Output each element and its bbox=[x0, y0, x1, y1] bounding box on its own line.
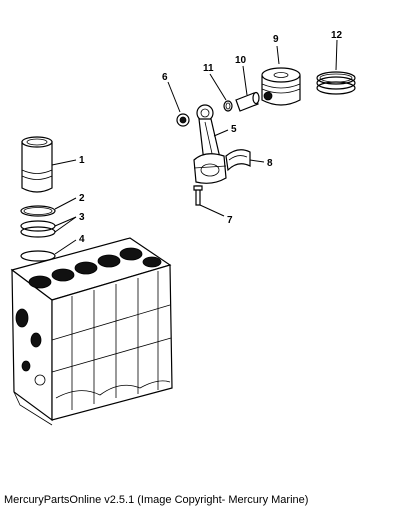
piston-pin-drawing bbox=[223, 91, 260, 112]
image-caption: MercuryPartsOnline v2.5.1 (Image Copyrig… bbox=[4, 494, 309, 506]
exploded-parts-diagram: 1 2 3 4 5 6 7 8 9 10 11 12 bbox=[10, 30, 356, 426]
callout-8: 8 bbox=[267, 158, 273, 169]
bearing-shells-drawing bbox=[225, 149, 251, 172]
bushing-drawing bbox=[176, 113, 190, 127]
callout-2: 2 bbox=[79, 193, 85, 204]
callout-5: 5 bbox=[231, 124, 237, 135]
piston-rings-drawing bbox=[316, 71, 356, 95]
engine-block-drawing bbox=[10, 237, 173, 426]
cylinder-sleeve-drawing bbox=[21, 136, 53, 193]
callout-12: 12 bbox=[331, 30, 343, 41]
piston-drawing bbox=[261, 67, 301, 106]
callout-6: 6 bbox=[162, 72, 168, 83]
callout-4: 4 bbox=[79, 234, 85, 245]
sleeve-seal-rings-drawing bbox=[20, 205, 56, 262]
callout-10: 10 bbox=[235, 55, 247, 66]
callout-7: 7 bbox=[227, 215, 233, 226]
leader-lines bbox=[51, 39, 338, 255]
callout-1: 1 bbox=[79, 155, 85, 166]
rod-bolt-drawing bbox=[193, 185, 203, 206]
callout-9: 9 bbox=[273, 34, 279, 45]
callout-3: 3 bbox=[79, 212, 85, 223]
connecting-rod-drawing bbox=[193, 104, 227, 184]
callout-11: 11 bbox=[203, 63, 214, 74]
